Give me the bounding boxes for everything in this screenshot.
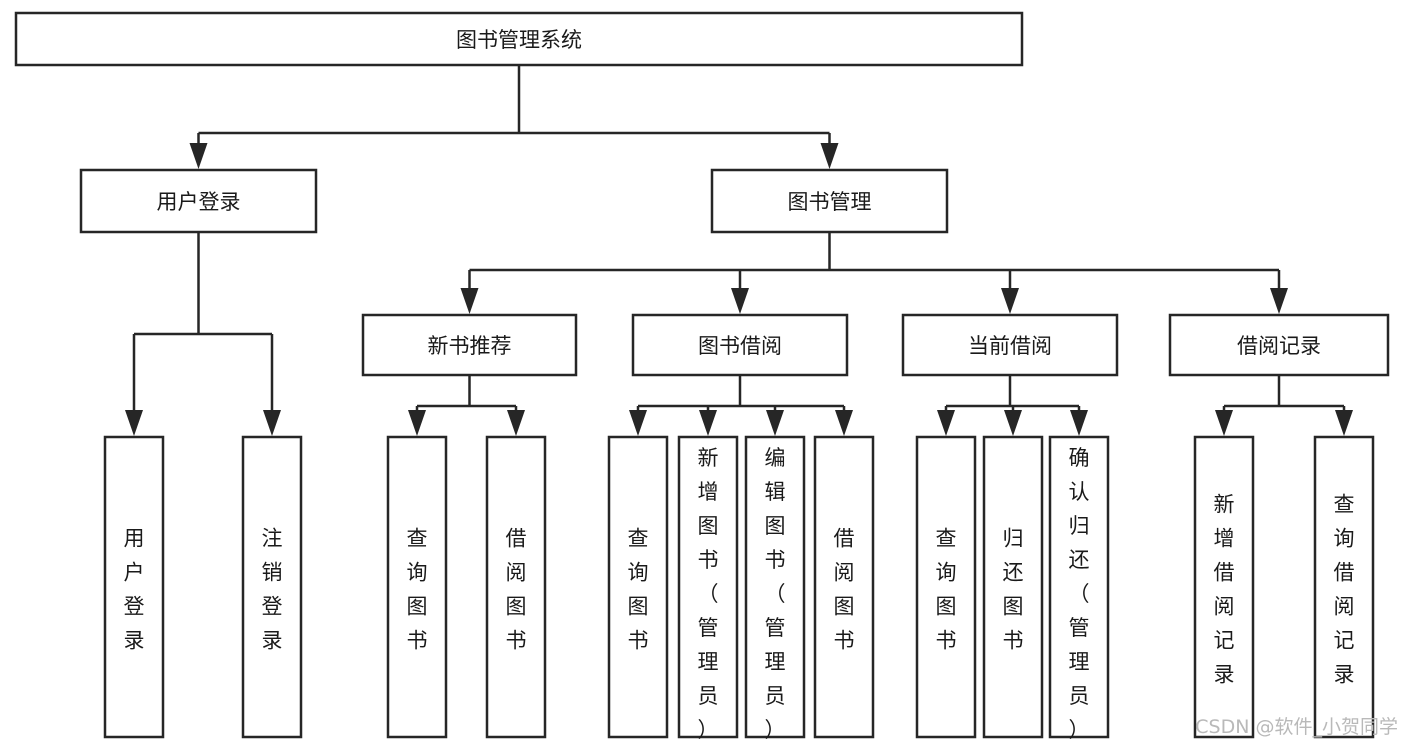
arrow-head-icon: [835, 410, 853, 436]
connector-group: [408, 375, 525, 436]
watermark-label: CSDN @软件_小贺同学: [1195, 716, 1398, 738]
node-box[interactable]: [901, 313, 1119, 377]
node-label: 确认归还（管理员）: [1069, 446, 1090, 742]
node-leaf-query-record[interactable]: 查询借阅记录: [1313, 435, 1375, 739]
node-box[interactable]: [1193, 435, 1255, 739]
node-box[interactable]: [1168, 313, 1390, 377]
node-label: 编辑图书（管理员）: [765, 446, 786, 742]
connector-group: [125, 232, 281, 436]
node-label: 查询图书: [628, 527, 649, 653]
arrow-head-icon: [731, 288, 749, 314]
node-label: 用户登录: [157, 190, 241, 214]
arrow-head-icon: [1070, 410, 1088, 436]
arrow-head-icon: [408, 410, 426, 436]
arrow-head-icon: [766, 410, 784, 436]
node-root[interactable]: 图书管理系统: [14, 11, 1024, 67]
node-book-manage[interactable]: 图书管理: [710, 168, 949, 234]
node-leaf-add-book[interactable]: 新增图书（管理员）: [677, 435, 739, 742]
node-box[interactable]: [103, 435, 165, 739]
node-label: 新书推荐: [428, 334, 512, 358]
node-book-borrow[interactable]: 图书借阅: [631, 313, 849, 377]
connector-group: [1215, 375, 1353, 436]
node-user-login[interactable]: 用户登录: [79, 168, 318, 234]
arrow-head-icon: [125, 410, 143, 436]
node-leaf-logout[interactable]: 注销登录: [241, 435, 303, 739]
node-leaf-query-book-rec[interactable]: 查询图书: [386, 435, 448, 739]
node-leaf-edit-book[interactable]: 编辑图书（管理员）: [744, 435, 806, 742]
arrow-head-icon: [699, 410, 717, 436]
node-label: 新增借阅记录: [1214, 493, 1235, 687]
node-label: 借阅记录: [1237, 334, 1321, 358]
arrow-head-icon: [629, 410, 647, 436]
node-leaf-borrow-book-rec[interactable]: 借阅图书: [485, 435, 547, 739]
arrow-head-icon: [1215, 410, 1233, 436]
arrow-head-icon: [189, 143, 208, 169]
node-leaf-user-login[interactable]: 用户登录: [103, 435, 165, 739]
node-label: 当前借阅: [968, 334, 1052, 358]
node-box[interactable]: [1313, 435, 1375, 739]
node-leaf-query-book-borrow[interactable]: 查询图书: [607, 435, 669, 739]
nodes-layer: 图书管理系统用户登录图书管理新书推荐图书借阅当前借阅借阅记录用户登录注销登录查询…: [14, 11, 1390, 742]
node-label: 注销登录: [262, 527, 283, 653]
arrow-head-icon: [1004, 410, 1022, 436]
arrow-head-icon: [263, 410, 281, 436]
node-box[interactable]: [813, 435, 875, 739]
node-leaf-return-book[interactable]: 归还图书: [982, 435, 1044, 739]
node-label: 查询借阅记录: [1334, 493, 1355, 687]
arrow-head-icon: [507, 410, 525, 436]
node-box[interactable]: [607, 435, 669, 739]
node-box[interactable]: [361, 313, 578, 377]
node-box[interactable]: [386, 435, 448, 739]
arrow-head-icon: [1001, 288, 1019, 314]
connector-group: [189, 65, 839, 169]
node-label: 用户登录: [124, 527, 145, 653]
node-borrow-record[interactable]: 借阅记录: [1168, 313, 1390, 377]
node-box[interactable]: [1048, 435, 1110, 739]
node-label: 归还图书: [1003, 527, 1024, 653]
node-label: 查询图书: [936, 527, 957, 653]
node-box[interactable]: [710, 168, 949, 234]
connector-group: [629, 375, 853, 436]
arrow-head-icon: [1335, 410, 1353, 436]
arrow-head-icon: [460, 288, 479, 314]
node-label: 查询图书: [407, 527, 428, 653]
node-box[interactable]: [915, 435, 977, 739]
arrow-head-icon: [1270, 288, 1288, 314]
node-box[interactable]: [485, 435, 547, 739]
connectors-layer: [125, 65, 1353, 436]
arrow-head-icon: [820, 143, 839, 169]
node-box[interactable]: [631, 313, 849, 377]
node-box[interactable]: [79, 168, 318, 234]
node-box[interactable]: [677, 435, 739, 739]
node-label: 图书借阅: [698, 334, 782, 358]
node-label: 图书管理: [788, 190, 872, 214]
node-label: 借阅图书: [834, 527, 855, 653]
node-box[interactable]: [982, 435, 1044, 739]
node-box[interactable]: [744, 435, 806, 739]
node-box[interactable]: [14, 11, 1024, 67]
node-label: 新增图书（管理员）: [698, 446, 719, 742]
node-leaf-add-record[interactable]: 新增借阅记录: [1193, 435, 1255, 739]
node-label: 借阅图书: [506, 527, 527, 653]
node-box[interactable]: [241, 435, 303, 739]
connector-group: [937, 375, 1088, 436]
connector-group: [460, 232, 1288, 314]
node-current-borrow[interactable]: 当前借阅: [901, 313, 1119, 377]
arrow-head-icon: [937, 410, 955, 436]
node-leaf-query-book-cur[interactable]: 查询图书: [915, 435, 977, 739]
node-leaf-borrow-book[interactable]: 借阅图书: [813, 435, 875, 739]
node-leaf-confirm-return[interactable]: 确认归还（管理员）: [1048, 435, 1110, 742]
node-new-book-rec[interactable]: 新书推荐: [361, 313, 578, 377]
node-label: 图书管理系统: [456, 28, 582, 52]
